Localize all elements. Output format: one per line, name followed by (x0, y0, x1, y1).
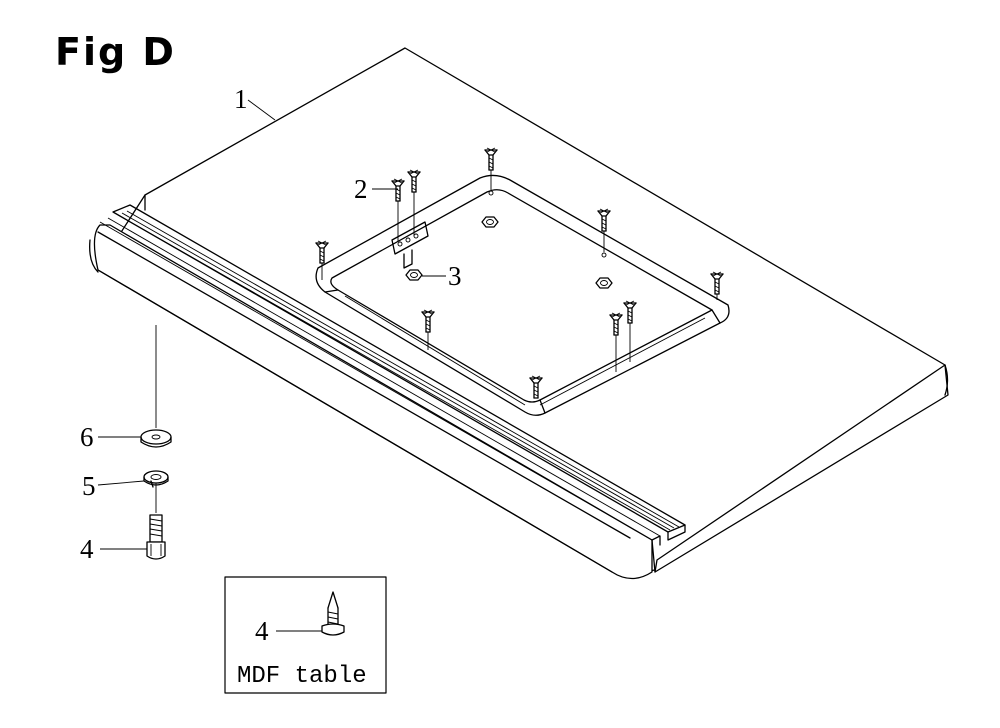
leader-lines (97, 99, 446, 550)
exploded-hardware (140, 325, 172, 560)
callout-3: 3 (448, 261, 462, 291)
callout-2: 2 (354, 174, 368, 204)
inset-box (224, 576, 387, 694)
callout-1: 1 (234, 84, 248, 114)
inset-callout-4: 4 (255, 616, 269, 646)
insert-opening (315, 174, 730, 416)
callout-5: 5 (82, 471, 96, 501)
inset-caption: MDF table (237, 663, 367, 690)
figure-title: Fig D (55, 30, 176, 74)
flat-head-screws (315, 147, 724, 399)
callout-4: 4 (80, 534, 94, 564)
callout-6: 6 (80, 422, 94, 452)
t-slot-rail (99, 194, 686, 546)
